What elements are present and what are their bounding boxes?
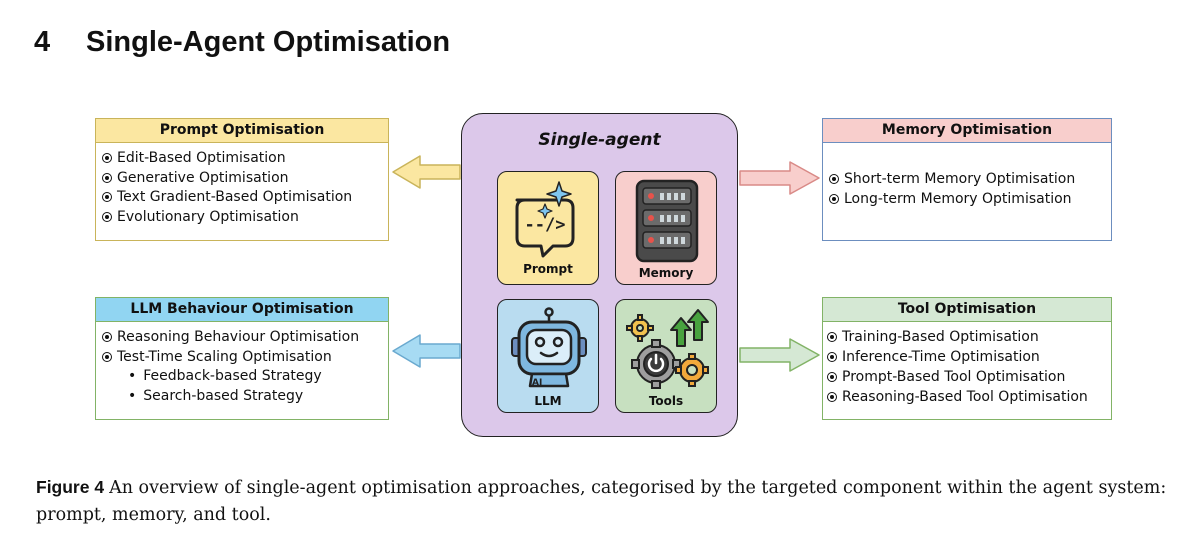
prompt-optimisation-box: Prompt Optimisation Edit-Based Optimisat… [95, 118, 389, 241]
list-item: Edit-Based Optimisation [102, 149, 388, 169]
radio-bullet-icon [829, 193, 839, 204]
sub-list-item: •Search-based Strategy [102, 387, 388, 407]
list-item: Reasoning-Based Tool Optimisation [827, 387, 1111, 407]
list-item: Long-term Memory Optimisation [829, 190, 1111, 210]
radio-bullet-icon [827, 392, 837, 402]
arrow-to-llm-icon [392, 334, 461, 368]
radio-bullet-icon [827, 352, 837, 362]
figure-caption-text: An overview of single-agent optimisation… [36, 478, 1167, 525]
memory-optimisation-list: Short-term Memory Optimisation Long-term… [823, 143, 1111, 209]
memory-optimisation-title: Memory Optimisation [823, 119, 1111, 143]
list-item: Evolutionary Optimisation [102, 208, 388, 228]
arrow-to-prompt-icon [392, 155, 461, 189]
single-agent-title: Single-agent [538, 130, 661, 150]
prompt-bubble-icon: --/> [515, 181, 575, 258]
llm-tile: AI LLM [497, 299, 599, 413]
arrow-to-tool-icon [739, 338, 820, 372]
list-item: Training-Based Optimisation [827, 327, 1111, 347]
list-item: Test-Time Scaling Optimisation [102, 348, 388, 368]
llm-behaviour-optimisation-list: Reasoning Behaviour Optimisation Test-Ti… [96, 322, 388, 406]
llm-tile-label: LLM [534, 394, 562, 408]
llm-behaviour-optimisation-box: LLM Behaviour Optimisation Reasoning Beh… [95, 297, 389, 420]
memory-tile: Memory [615, 171, 717, 285]
radio-bullet-icon [102, 192, 112, 202]
llm-behaviour-optimisation-title: LLM Behaviour Optimisation [96, 298, 388, 322]
section-number: 4 [34, 26, 51, 58]
radio-bullet-icon [102, 211, 112, 222]
memory-tile-label: Memory [638, 266, 694, 280]
prompt-optimisation-list: Edit-Based Optimisation Generative Optim… [96, 143, 388, 227]
list-item: Text Gradient-Based Optimisation [102, 188, 388, 208]
list-item: Reasoning Behaviour Optimisation [102, 328, 388, 348]
single-agent-panel: Single-agent --/> Prompt [461, 113, 738, 437]
arrow-to-memory-icon [739, 161, 820, 195]
section-title: Single-Agent Optimisation [86, 26, 451, 58]
radio-bullet-icon [102, 351, 112, 362]
radio-bullet-icon [102, 332, 112, 342]
radio-bullet-icon [827, 372, 837, 382]
small-bullet-icon: • [128, 387, 137, 404]
prompt-tile: --/> Prompt [497, 171, 599, 285]
radio-bullet-icon [102, 153, 112, 163]
tools-tile: Tools [615, 299, 717, 413]
gears-power-icon [626, 309, 709, 389]
list-item: Prompt-Based Tool Optimisation [827, 367, 1111, 387]
prompt-optimisation-title: Prompt Optimisation [96, 119, 388, 143]
svg-text:AI: AI [532, 378, 542, 388]
memory-optimisation-box: Memory Optimisation Short-term Memory Op… [822, 118, 1112, 241]
sub-list-item: •Feedback-based Strategy [102, 367, 388, 387]
tools-tile-label: Tools [648, 394, 684, 408]
svg-text:--/>: --/> [525, 215, 566, 235]
radio-bullet-icon [102, 172, 112, 183]
section-heading: 4 Single-Agent Optimisation [34, 26, 450, 59]
tool-optimisation-list: Training-Based Optimisation Inference-Ti… [823, 322, 1111, 407]
figure-label: Figure 4 [36, 477, 105, 497]
list-item: Short-term Memory Optimisation [829, 170, 1111, 190]
radio-bullet-icon [827, 332, 837, 342]
prompt-tile-label: Prompt [523, 262, 573, 276]
robot-icon: AI [511, 307, 587, 388]
server-rack-icon [635, 179, 699, 263]
small-bullet-icon: • [128, 368, 137, 384]
list-item: Inference-Time Optimisation [827, 347, 1111, 367]
radio-bullet-icon [829, 174, 839, 184]
tool-optimisation-box: Tool Optimisation Training-Based Optimis… [822, 297, 1112, 420]
tool-optimisation-title: Tool Optimisation [823, 298, 1111, 322]
list-item: Generative Optimisation [102, 169, 388, 189]
